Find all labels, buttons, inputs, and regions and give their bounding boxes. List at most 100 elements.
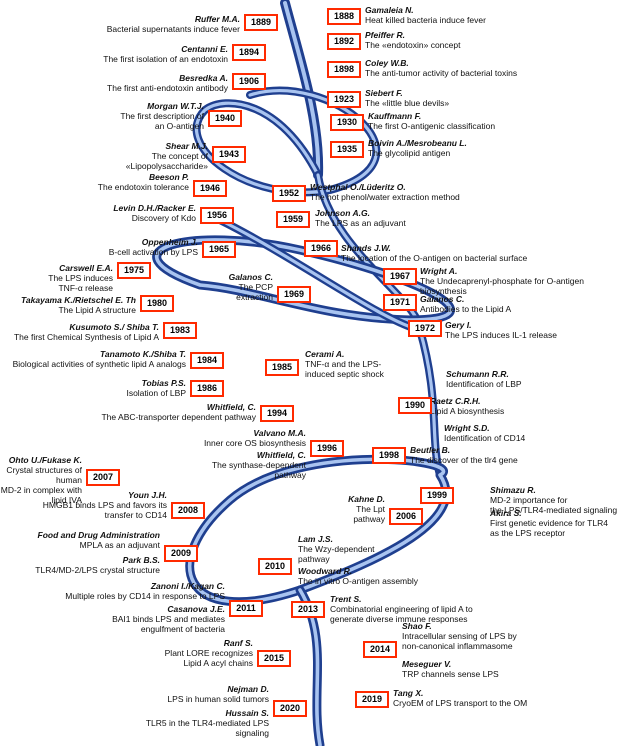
event-author: Wright A. <box>420 266 458 276</box>
event-author: Beeson P. <box>148 172 189 182</box>
timeline-event: Pfeiffer R.The «endotoxin» concept <box>365 30 460 50</box>
timeline-event: Siebert F.The «little blue devils» <box>365 88 449 108</box>
event-author: Shear M.J. <box>165 141 208 151</box>
event-description: The «little blue devils» <box>365 98 450 108</box>
event-description: The PCP extraction <box>236 282 273 302</box>
event-author: Woodward R. <box>298 566 353 576</box>
event-author: Raetz C.R.H. <box>430 396 481 406</box>
event-author: Shimazu R. <box>490 485 536 495</box>
timeline-event: Tang X.CryoEM of LPS transport to the OM <box>393 688 527 708</box>
event-description: BAI1 binds LPS and mediates engulfment o… <box>112 614 225 634</box>
event-author: Tanamoto K./Shiba T. <box>100 349 186 359</box>
event-author: Cerami A. <box>305 349 345 359</box>
event-author: Schumann R.R. <box>446 369 509 379</box>
year-box: 1906 <box>232 73 266 90</box>
timeline-event: Carswell E.A.The LPS induces TNF-α relea… <box>48 263 113 293</box>
event-description: The first isolation of an endotoxin <box>103 54 228 64</box>
event-author: Carswell E.A. <box>59 263 113 273</box>
event-description: Identification of LBP <box>446 379 522 389</box>
event-description: The LPS induces IL-1 release <box>445 330 557 340</box>
year-box: 2006 <box>389 508 423 525</box>
timeline-event: Westphal O./Lüderitz O.The hot phenol/wa… <box>310 182 460 202</box>
year-box: 1996 <box>310 440 344 457</box>
timeline-event: Kauffmann F.The first O-antigenic classi… <box>368 111 495 131</box>
event-author: Ranf S. <box>223 638 253 648</box>
year-box: 1972 <box>408 320 442 337</box>
event-description: First genetic evidence for TLR4 as the L… <box>490 518 608 538</box>
event-author: Lam J.S. <box>298 534 333 544</box>
timeline-event: Shear M.J.The concept of «Lipopolysaccha… <box>126 141 208 171</box>
event-description: Identification of CD14 <box>444 433 526 443</box>
event-description: The in vitro O-antigen assembly <box>298 576 418 586</box>
event-description: The first O-antigenic classification <box>368 121 496 131</box>
timeline-event: Besredka A.The first anti-endotoxin anti… <box>107 73 228 93</box>
year-box: 2008 <box>171 502 205 519</box>
year-box: 1985 <box>265 359 299 376</box>
year-box: 1969 <box>277 286 311 303</box>
ribbon-highlight <box>283 1 321 177</box>
event-description: MD-2 importance for the LPS/TLR4-mediate… <box>490 495 618 515</box>
event-description: CryoEM of LPS transport to the OM <box>393 698 528 708</box>
event-description: The ABC-transporter dependent pathway <box>101 412 256 422</box>
event-description: The discover of the tlr4 gene <box>410 455 518 465</box>
timeline-event: Gery I.The LPS induces IL-1 release <box>445 320 557 340</box>
timeline-event: Shao F.Intracellular sensing of LPS by n… <box>402 621 517 651</box>
event-author: Hussain S. <box>225 708 269 718</box>
timeline-event: Akira S.First genetic evidence for TLR4 … <box>490 508 608 538</box>
year-box: 1930 <box>330 114 364 131</box>
year-box: 1986 <box>190 380 224 397</box>
event-description: Multiple roles by CD14 in response to LP… <box>65 591 225 601</box>
year-box: 1999 <box>420 487 454 504</box>
event-description: The Lipid A structure <box>58 305 137 315</box>
event-author: Coley W.B. <box>365 58 409 68</box>
event-author: Levin D.H./Racker E. <box>113 203 196 213</box>
event-description: Combinatorial engineering of lipid A to … <box>330 604 473 624</box>
event-author: Whitfield, C. <box>206 402 256 412</box>
event-description: HMGB1 binds LPS and favors its transfer … <box>42 500 167 520</box>
event-author: Ohto U./Fukase K. <box>8 455 82 465</box>
year-box: 1898 <box>327 61 361 78</box>
year-box: 1892 <box>327 33 361 50</box>
timeline-event: Whitfield, C.The synthase-dependent path… <box>212 450 306 480</box>
event-description: The anti-tumor activity of bacterial tox… <box>365 68 518 78</box>
event-author: Westphal O./Lüderitz O. <box>310 182 406 192</box>
event-author: Pfeiffer R. <box>365 30 405 40</box>
year-box: 1994 <box>260 405 294 422</box>
ribbon-highlight <box>155 238 453 322</box>
timeline-event: Whitfield, C.The ABC-transporter depende… <box>101 402 256 422</box>
event-description: The glycolipid antigen <box>368 148 451 158</box>
year-box: 1980 <box>140 295 174 312</box>
year-box: 1983 <box>163 322 197 339</box>
year-box: 1935 <box>330 141 364 158</box>
event-description: Crystal structures of human MD-2 in comp… <box>0 465 82 505</box>
timeline-event: Shands J.W.The location of the O-antigen… <box>341 243 527 263</box>
timeline-event: Wright S.D.Identification of CD14 <box>444 423 525 443</box>
event-author: Food and Drug Administration <box>37 530 160 540</box>
year-box: 1990 <box>398 397 432 414</box>
timeline-event: Hussain S.TLR5 in the TLR4-mediated LPS … <box>146 708 269 738</box>
event-description: The Undecaprenyl-phosphate for O-antigen… <box>420 276 584 296</box>
timeline-event: Nejman D.LPS in human solid tumors <box>167 684 269 704</box>
year-box: 2015 <box>257 650 291 667</box>
timeline-event: Meseguer V.TRP channels sense LPS <box>402 659 499 679</box>
event-author: Youn J.H. <box>128 490 167 500</box>
event-author: Oppenheim J. <box>141 237 198 247</box>
event-description: The location of the O-antigen on bacteri… <box>341 253 528 263</box>
event-description: Bacterial supernatants induce fever <box>106 24 240 34</box>
timeline-event: Ruffer M.A.Bacterial supernatants induce… <box>107 14 240 34</box>
timeline-event: Raetz C.R.H.Lipid A biosynthesis <box>430 396 504 416</box>
year-box: 2009 <box>164 545 198 562</box>
event-author: Kusumoto S./ Shiba T. <box>69 322 159 332</box>
year-box: 2013 <box>291 601 325 618</box>
event-description: Plant LORE recognizes Lipid A acyl chain… <box>164 648 253 668</box>
event-description: TNF-α and the LPS- induced septic shock <box>305 359 384 379</box>
year-box: 1965 <box>202 241 236 258</box>
event-author: Johnson A.G. <box>315 208 370 218</box>
event-author: Tang X. <box>393 688 424 698</box>
timeline-event: Beutler B.The discover of the tlr4 gene <box>410 445 518 465</box>
event-description: The Wzy-dependent pathway <box>298 544 375 564</box>
year-box: 1975 <box>117 262 151 279</box>
timeline-event: Morgan W.T.J.The first description of an… <box>120 101 204 131</box>
